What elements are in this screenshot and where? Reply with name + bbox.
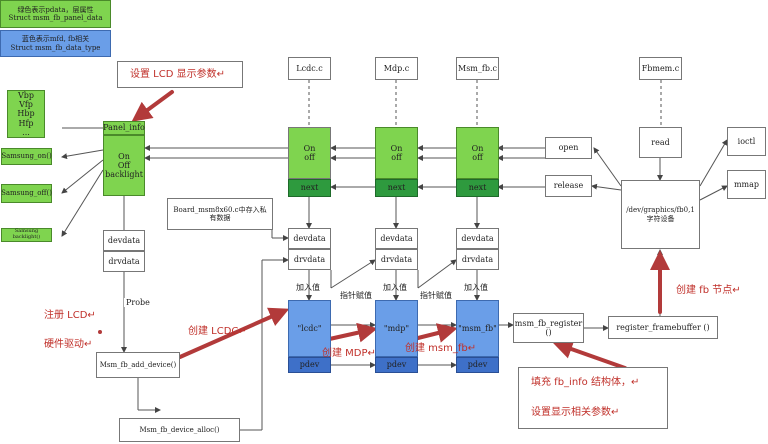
blue-msm-fb: "msm_fb" (456, 300, 499, 357)
legend-blue-line1: 蓝色表示mfd, fb相关 (21, 35, 90, 44)
legend-green-line2: Struct msm_fb_panel_data (8, 14, 103, 22)
pointer-assign-label-2: 指针赋值 (420, 291, 452, 300)
msmfb-ops: On off (456, 127, 499, 179)
samsung-on: Samsung_on() (1, 148, 52, 165)
msmfb-off: off (472, 153, 483, 162)
annotation-hw-driver: 硬件驱动↵ (44, 339, 93, 350)
lcdc-next: next (288, 179, 331, 197)
blue-mdp: "mdp" (375, 300, 418, 357)
annotation-create-fb-node: 创建 fb 节点↵ (676, 285, 741, 296)
file-fbmem: Fbmem.c (639, 57, 682, 80)
annotation-create-msm-fb: 创建 msm_fb↵ (405, 343, 477, 354)
annotation-fill-fb-info-box: 填充 fb_info 结构体，↵ 设置显示相关参数↵ (518, 367, 668, 429)
msmfb-next: next (456, 179, 499, 197)
param-vbp: Vbp (17, 91, 35, 101)
legend-green: 绿色表示pdata，层属性 Struct msm_fb_panel_data (0, 0, 111, 28)
lcdc-pdev: pdev (288, 357, 331, 373)
device-alloc-func: Msm_fb_device_alloc() (119, 418, 240, 442)
annotation-create-mdp: 创建 MDP↵ (322, 348, 376, 359)
annotation-fill-fb-info: 填充 fb_info 结构体，↵ (531, 377, 640, 389)
add-device-func: Msm_fb_add_device() (96, 352, 180, 378)
register-framebuffer-func: register_framebuffer () (608, 316, 718, 339)
annotation-set-lcd: 设置 LCD 显示参数↵ (117, 61, 243, 88)
msmfb-drvdata: drvdata (456, 249, 499, 270)
panel-on: On (118, 151, 130, 161)
probe-label: Probe (124, 298, 152, 307)
add-value-label-2: 加入值 (383, 283, 407, 292)
annotation-set-display: 设置显示相关参数↵ (531, 407, 620, 419)
add-value-label-3: 加入值 (464, 283, 488, 292)
param-hbp: Hbp (17, 109, 35, 119)
samsung-backlight: Samsung backlight() (1, 228, 52, 242)
dev-graphics-line2: 字符设备 (646, 214, 675, 223)
param-vfp: Vfp (19, 100, 33, 110)
dev-graphics-node: /dev/graphics/fb0,1 字符设备 (621, 180, 700, 249)
fops-open: open (545, 137, 592, 159)
mdp-off: off (391, 153, 402, 162)
lcdc-ops: On off (288, 127, 331, 179)
msm-fb-register-func: msm_fb_register () (513, 313, 584, 343)
mdp-ops: On off (375, 127, 418, 179)
pointer-assign-label-1: 指针赋值 (340, 291, 372, 300)
param-more: ... (22, 127, 30, 137)
panel-drvdata: drvdata (103, 251, 145, 272)
panel-info-body: On Off backlight (103, 135, 145, 196)
lcdc-off: off (304, 153, 315, 162)
dev-graphics-line1: /dev/graphics/fb0,1 (626, 206, 695, 215)
legend-blue: 蓝色表示mfd, fb相关 Struct msm_fb_data_type (0, 30, 111, 57)
legend-green-line1: 绿色表示pdata，层属性 (17, 5, 94, 14)
mdp-on: On (390, 143, 403, 153)
panel-info-title: Panel_info (103, 121, 145, 135)
add-value-label-1: 加入值 (296, 283, 320, 292)
file-msm-fb: Msm_fb.c (456, 57, 499, 80)
annotation-create-lcdc: 创建 LCDC↵ (188, 326, 247, 337)
file-lcdc: Lcdc.c (288, 57, 331, 80)
mdp-devdata: devdata (375, 228, 418, 249)
mdp-drvdata: drvdata (375, 249, 418, 270)
mdp-next: next (375, 179, 418, 197)
mdp-pdev: pdev (375, 357, 418, 373)
fops-ioctl: ioctl (727, 127, 766, 156)
lcdc-drvdata: drvdata (288, 249, 331, 270)
param-hfp: Hfp (18, 118, 34, 128)
msmfb-pdev: pdev (456, 357, 499, 373)
panel-params-box: Vbp Vfp Hbp Hfp ... (7, 90, 45, 138)
samsung-off: Samsung_off() (1, 184, 52, 203)
lcdc-on: On (303, 143, 316, 153)
msmfb-on: On (471, 143, 484, 153)
legend-blue-line2: Struct msm_fb_data_type (10, 43, 101, 52)
board-note: Board_msm8x60.c中存入私有数据 (167, 198, 273, 230)
panel-off: Off (117, 160, 131, 170)
fops-mmap: mmap (727, 170, 766, 199)
panel-backlight: backlight (105, 170, 143, 180)
msmfb-devdata: devdata (456, 228, 499, 249)
annotation-register-lcd: 注册 LCD↵ (44, 310, 96, 321)
fops-release: release (545, 175, 592, 197)
lcdc-devdata: devdata (288, 228, 331, 249)
file-mdp: Mdp.c (375, 57, 418, 80)
fops-read: read (639, 127, 682, 158)
blue-lcdc: "lcdc" (288, 300, 331, 357)
panel-devdata: devdata (103, 230, 145, 251)
